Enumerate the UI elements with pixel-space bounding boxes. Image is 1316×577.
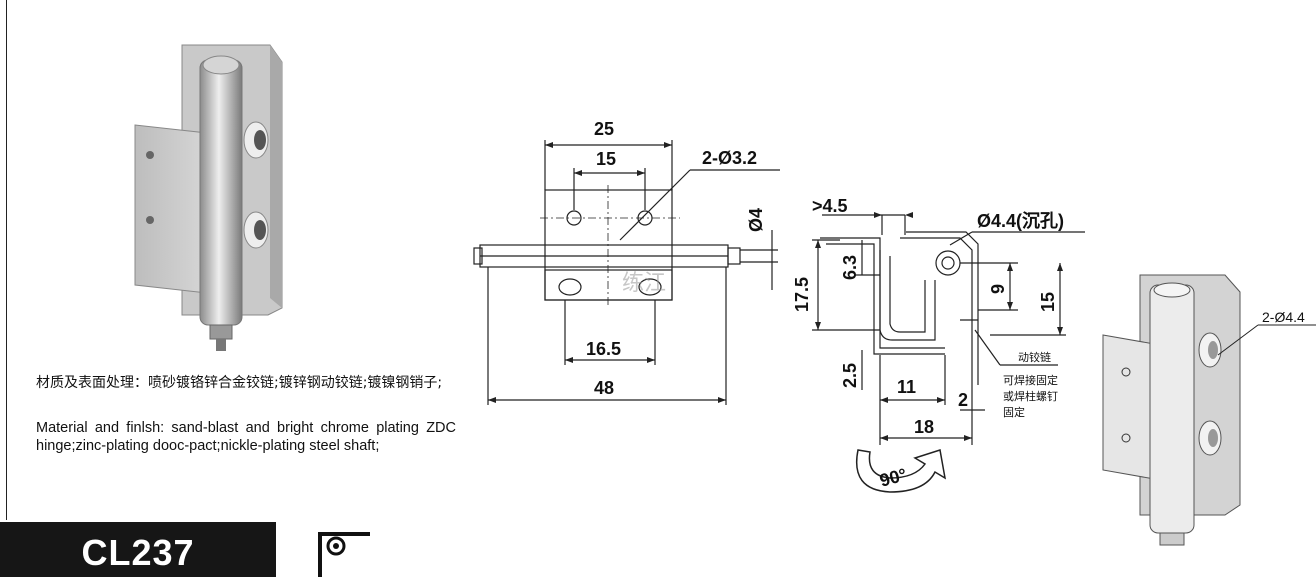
watermark: 练江 (622, 271, 666, 296)
front-view (473, 140, 780, 405)
dim-overall-hole-span: 25 (594, 119, 614, 139)
side-view (812, 214, 1085, 445)
dim-leaf-width: 16.5 (586, 339, 621, 359)
dim-leaf-height: 15 (1038, 292, 1058, 312)
note-fixing-line-1: 可焊接固定 (1003, 373, 1058, 387)
model-code-block (0, 522, 276, 577)
note-fixing-line-2: 或焊柱螺钉 (1003, 389, 1058, 403)
hinge-side-photo (1102, 274, 1316, 546)
dim-thickness: 2 (958, 390, 968, 410)
dim-depth-a: 11 (897, 377, 916, 397)
model-code: CL237 (81, 532, 195, 573)
hinge-product-photo (134, 44, 283, 351)
dim-total-length: 48 (594, 378, 614, 398)
dim-pin-center: 9 (988, 284, 1008, 294)
dim-height: 17.5 (792, 277, 812, 312)
dim-depth-b: 18 (914, 417, 934, 437)
side-photo-dim-holes: 2-Ø4.4 (1262, 309, 1305, 325)
material-description-en: Material and finlsh: sand-blast and brig… (36, 420, 456, 454)
brand-logo (318, 532, 370, 577)
dim-clearance: >4.5 (812, 196, 848, 216)
note-moving-hinge: 动铰链 (1018, 350, 1051, 364)
dim-countersink: Ø4.4(沉孔) (977, 211, 1064, 231)
dim-lower: 2.5 (840, 363, 860, 388)
material-description-cn: 材质及表面处理：喷砂镀铬锌合金铰链;镀锌钢动铰链;镀镍钢销子; (36, 375, 443, 391)
front-view-arrows (488, 142, 726, 403)
dim-pin-diameter: Ø4 (746, 208, 766, 232)
note-fixing-line-3: 固定 (1003, 405, 1025, 419)
rotation-arrow: 90° (856, 449, 947, 493)
frame-border-line (6, 0, 7, 520)
dim-offset: 6.3 (840, 255, 860, 280)
side-view-arrows (815, 212, 1063, 441)
dim-holes: 2-Ø3.2 (702, 148, 757, 168)
dim-hole-spacing: 15 (596, 149, 616, 169)
